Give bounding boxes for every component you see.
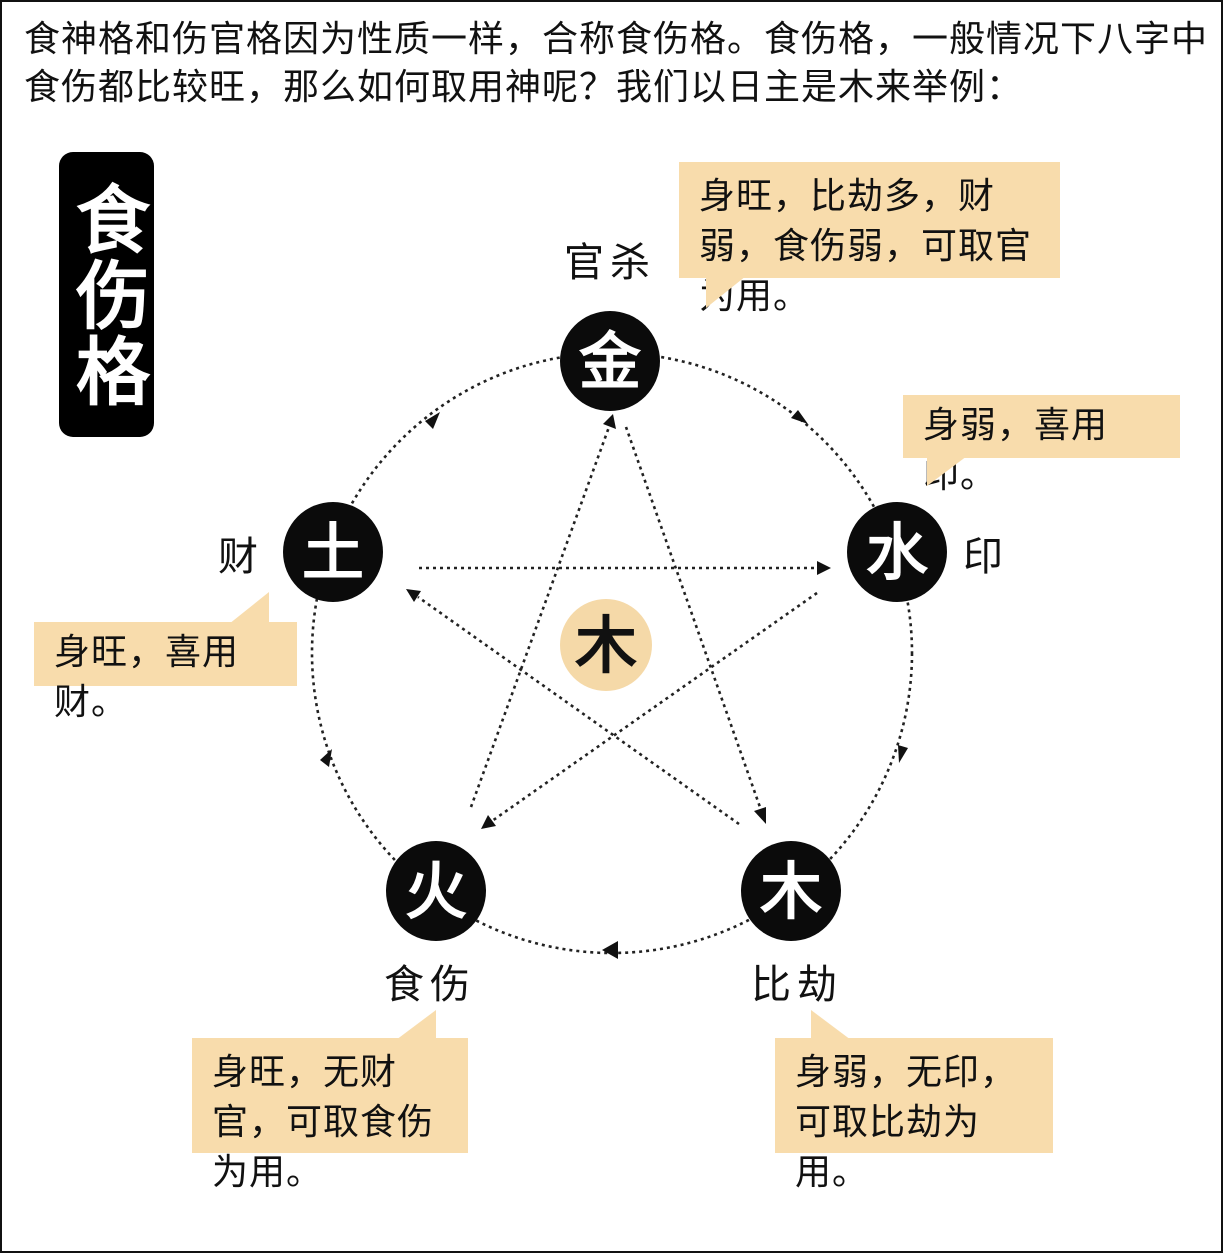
callout-fire-tail (396, 1010, 436, 1040)
node-metal-disc (560, 311, 660, 411)
callout-fire: 身旺，无财官，可取食伤为用。 (192, 1010, 468, 1193)
cycle-arrow-metal-water (791, 410, 808, 424)
node-metal-role: 官杀 (564, 240, 656, 286)
node-earth-disc (283, 502, 383, 602)
node-earth: 土 财 (218, 502, 383, 602)
node-fire-role: 食伤 (384, 962, 476, 1008)
node-earth-role: 财 (218, 534, 264, 580)
star-line-fire-metal (469, 426, 611, 808)
star-line-metal-wood (624, 426, 763, 811)
node-wood-role: 比劫 (751, 962, 843, 1008)
callout-earth: 身旺，喜用财。 (34, 592, 297, 723)
node-water-role: 印 (963, 534, 1009, 580)
center-daymaster-char: 木 (575, 609, 637, 682)
node-wood: 木 比劫 (741, 841, 843, 1008)
star-arrow-water-fire (481, 815, 496, 829)
callout-metal: 身旺，比劫多，财弱，食伤弱，可取官为用。 (679, 162, 1060, 317)
node-metal-char: 金 (578, 325, 642, 398)
intro-paragraph: 食神格和伤官格因为性质一样，合称食伤格。食伤格，一般情况下八字中食伤都比较旺，那… (24, 19, 1209, 108)
node-fire-char: 火 (405, 855, 467, 928)
center-daymaster-disc (560, 599, 652, 691)
node-earth-char: 土 (302, 516, 364, 589)
node-water-disc (847, 502, 947, 602)
node-fire-disc (386, 841, 486, 941)
callout-wood-tail (811, 1010, 851, 1040)
node-wood-disc (741, 841, 841, 941)
cycle-arrow-water-wood (898, 745, 908, 763)
star-line-wood-earth (417, 595, 740, 826)
node-water-char: 水 (866, 516, 929, 589)
callout-water-tail (927, 456, 967, 486)
node-wood-char: 木 (760, 855, 822, 928)
star-line-water-fire (491, 591, 818, 823)
controlling-star (406, 414, 831, 829)
node-water: 水 印 (847, 502, 1009, 602)
star-arrow-metal-wood (754, 807, 766, 824)
cycle-arrows (320, 410, 908, 959)
cycle-arrow-wood-fire (602, 941, 618, 959)
star-arrow-earth-water (817, 561, 831, 575)
callout-earth-tail (229, 592, 269, 624)
callout-water-text: 身弱，喜用印。 (903, 395, 1180, 496)
callout-wood-text: 身弱，无印，可取比劫为用。 (775, 1038, 1053, 1193)
star-arrow-fire-metal (603, 414, 616, 429)
callout-earth-text: 身旺，喜用财。 (34, 622, 297, 723)
callout-metal-text: 身旺，比劫多，财弱，食伤弱，可取官为用。 (679, 162, 1060, 317)
title-badge: 食伤格 (59, 152, 154, 437)
cycle-arrow-fire-earth (320, 749, 332, 767)
callout-fire-text: 身旺，无财官，可取食伤为用。 (192, 1038, 468, 1193)
cycle-arrow-earth-metal (425, 412, 440, 429)
callout-water: 身弱，喜用印。 (903, 395, 1180, 496)
node-metal: 金 官杀 (560, 240, 660, 411)
node-fire: 火 食伤 (384, 841, 486, 1008)
callout-metal-tail (706, 276, 746, 308)
star-arrow-wood-earth (406, 589, 421, 602)
callout-wood: 身弱，无印，可取比劫为用。 (775, 1010, 1053, 1193)
